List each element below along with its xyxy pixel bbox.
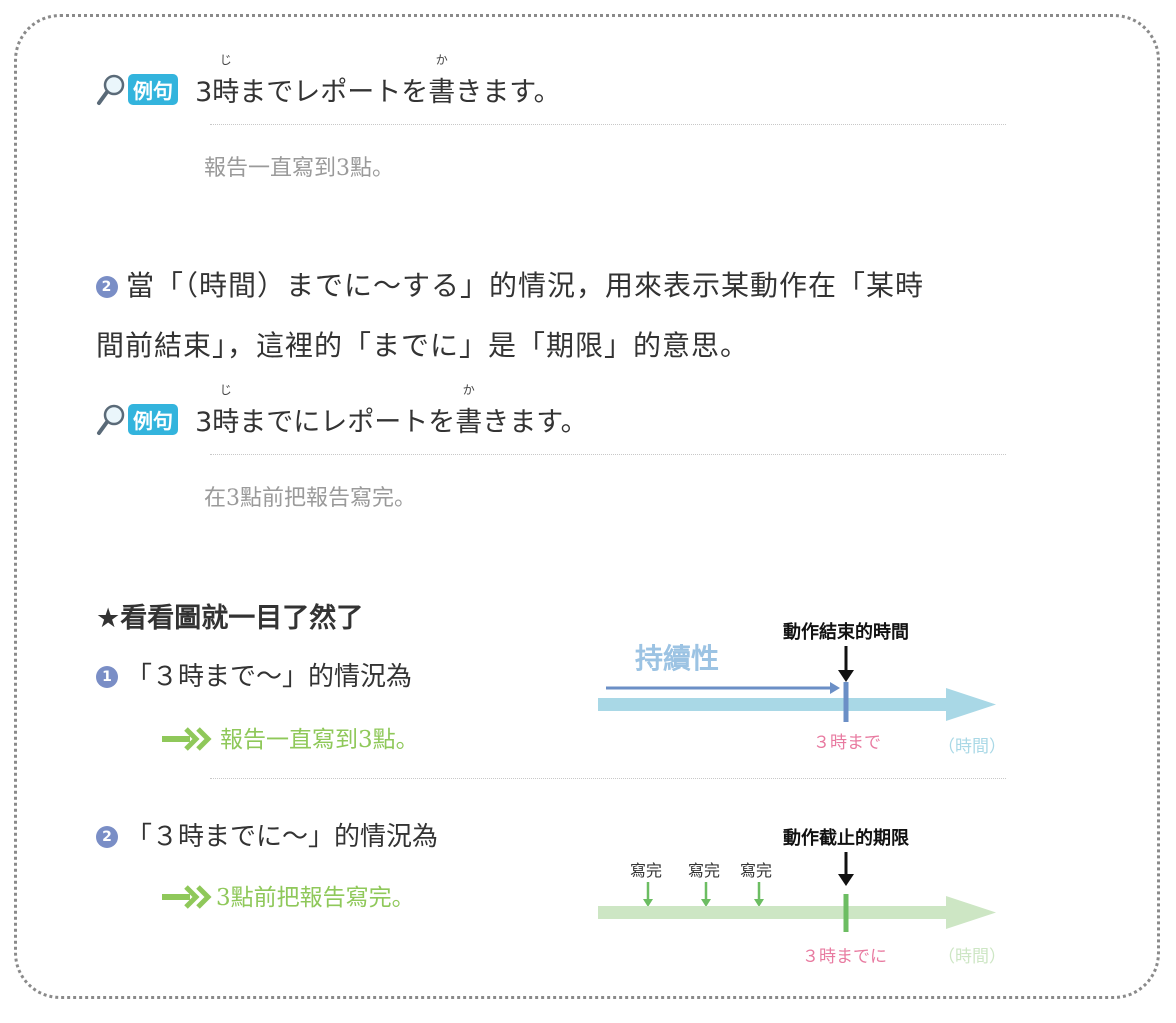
event-arrow-head [754,899,764,907]
end-label: 動作結束的時間 [783,621,909,643]
axis-label: （時間） [938,737,1006,757]
timeline-diagram-until: 持續性 動作結束的時間 ３時まで （時間） [598,621,1006,757]
divider [210,778,1006,779]
continuity-arrow-head [830,682,840,694]
double-arrow-icon [162,727,212,751]
down-arrow-head [838,874,854,886]
event-arrow-head [643,899,653,907]
case-1-label: 1「３時まで～」的情況為 [96,656,412,693]
number-circle: 2 [96,826,118,848]
explanation-line-2: 間前結束」，這裡的「までに」是「期限」的意思。 [96,329,750,362]
page-frame [14,14,1160,999]
point-label: ３時までに [802,947,887,967]
example-translation: 報告一直寫到3點。 [204,156,394,181]
timeline-bar [598,698,948,711]
event-label: 寫完 [630,861,662,880]
divider [210,454,1006,455]
axis-label: （時間） [938,947,1006,967]
event-label: 寫完 [740,861,772,880]
timeline-diagram-by: 動作截止的期限 寫完 寫完 寫完 ３時までに （時間） [598,827,1006,967]
timeline-bar [598,906,948,919]
point-label: ３時まで [813,733,881,753]
divider [210,124,1006,125]
number-circle: 1 [96,666,118,688]
case-2-result: 3點前把報告寫完。 [160,878,415,912]
summary-heading: ★看看圖就一目了然了 [96,603,364,634]
deadline-label: 動作截止的期限 [783,827,910,849]
event-arrow-head [701,899,711,907]
double-arrow-icon [162,885,212,909]
down-arrow-head [838,670,854,682]
example-badge: 例句 [128,74,178,105]
timeline-arrowhead [946,896,996,929]
number-circle: 2 [96,276,118,298]
magnifier-icon [97,74,125,105]
case-2-label: 2「３時までに～」的情況為 [96,816,438,853]
magnifier-icon [97,404,125,435]
example-badge: 例句 [128,404,178,435]
event-label: 寫完 [688,861,720,880]
example-translation: 在3點前把報告寫完。 [204,486,416,511]
case-1-result: 報告一直寫到3點。 [160,720,419,754]
continuity-label: 持續性 [635,642,719,675]
event-arrows [646,882,761,902]
timeline-arrowhead [946,688,996,721]
